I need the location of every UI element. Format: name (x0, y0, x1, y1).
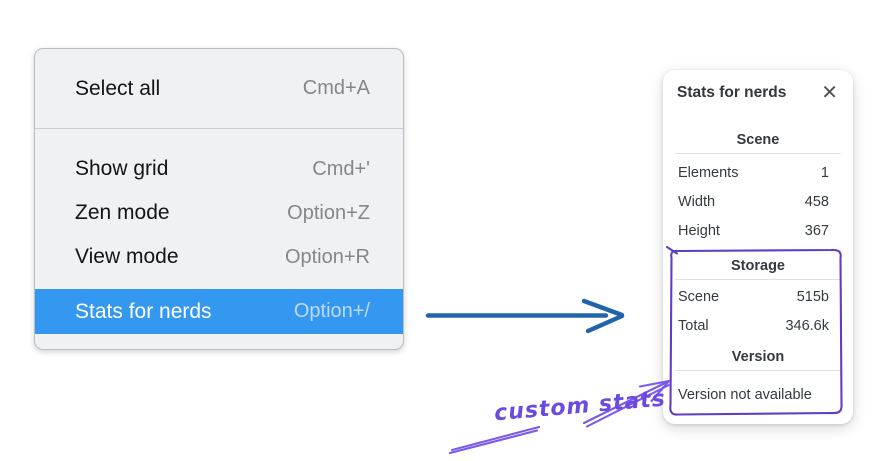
menu-divider (35, 128, 403, 129)
section-heading-version: Version (731, 349, 785, 365)
stat-value: 458 (804, 193, 829, 210)
menu-item-view-mode[interactable]: View mode Option+R (35, 235, 403, 279)
menu-section: Show grid Cmd+' Zen mode Option+Z View m… (35, 129, 403, 334)
stats-panel: Stats for nerds ✕ Scene Elements 1 Width… (663, 70, 853, 424)
menu-item-shortcut: Cmd+A (302, 77, 370, 99)
menu-item-select-all[interactable]: Select all Cmd+A (35, 49, 403, 128)
menu-item-zen-mode[interactable]: Zen mode Option+Z (35, 191, 403, 235)
version-note: Version not available (678, 387, 812, 403)
stats-panel-header: Stats for nerds ✕ (663, 70, 853, 104)
menu-item-shortcut: Option+Z (287, 201, 370, 224)
stat-label: Elements (678, 164, 739, 181)
menu-item-label: Show grid (75, 157, 169, 180)
menu-item-label: Zen mode (75, 201, 170, 224)
menu-item-show-grid[interactable]: Show grid Cmd+' (35, 147, 403, 191)
stat-value: 515b (796, 288, 829, 305)
stat-row-width: Width 458 (663, 187, 853, 216)
scene-rows: Elements 1 Width 458 Height 367 (663, 158, 853, 245)
panel-title: Stats for nerds (677, 84, 787, 101)
flow-arrow-icon (425, 298, 625, 334)
section-heading-storage: Storage (731, 258, 785, 274)
stat-row-elements: Elements 1 (663, 158, 853, 187)
menu-item-label: Stats for nerds (75, 299, 212, 323)
stat-value: 346.6k (785, 317, 829, 334)
section-divider (675, 153, 841, 154)
stat-label: Scene (678, 288, 720, 305)
stat-label: Height (678, 222, 720, 239)
annotation-arrow-icon (448, 379, 673, 455)
storage-rows: Scene 515b Total 346.6k (663, 282, 853, 340)
close-icon[interactable]: ✕ (821, 82, 838, 104)
menu-item-label: View mode (75, 245, 179, 268)
annotation-box (665, 245, 843, 416)
stat-row-scene-storage: Scene 515b (663, 282, 853, 311)
stat-value: 367 (804, 222, 829, 239)
menu-item-stats-for-nerds[interactable]: Stats for nerds Option+/ (35, 289, 403, 334)
menu-item-shortcut: Cmd+' (312, 157, 370, 180)
stat-value: 1 (820, 164, 829, 181)
menu-item-shortcut: Option+R (284, 245, 370, 268)
section-heading-scene: Scene (736, 132, 780, 148)
section-divider (675, 370, 841, 371)
context-menu: Select all Cmd+A Show grid Cmd+' Zen mod… (34, 48, 404, 350)
menu-item-label: Select all (75, 76, 161, 100)
stat-row-height: Height 367 (663, 216, 853, 245)
stat-label: Total (678, 317, 709, 334)
section-divider (675, 279, 841, 280)
menu-item-shortcut: Option+/ (293, 300, 370, 322)
stat-row-total-storage: Total 346.6k (663, 311, 853, 340)
stat-label: Width (678, 193, 716, 210)
